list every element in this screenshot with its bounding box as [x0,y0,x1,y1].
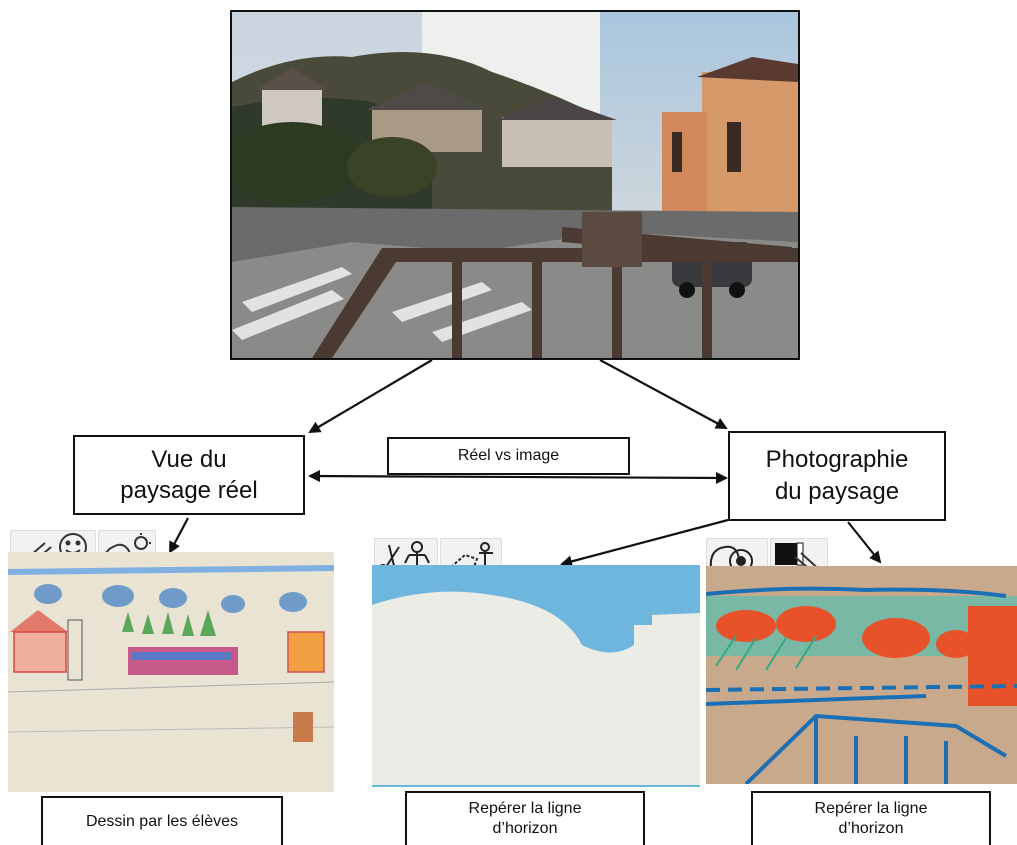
horizon-cutout-photo [372,565,700,787]
dessin-eleves-label: Dessin par les élèves [85,812,239,830]
arrow-vue-to-dessin [169,517,189,554]
panorama-photo [230,10,800,360]
horizon-drawing-photo [706,566,1017,784]
vue-paysage-reel-box: Vue du paysage réel [73,435,305,515]
reel-vs-image-box: Réel vs image [387,437,630,475]
reperer-horizon-box-1: Repérer la ligne d’horizon [405,791,645,845]
arrow-photo-to-photographie [599,359,728,429]
dessin-eleves-photo [8,552,334,792]
arrow-reel-vs-image [308,470,728,484]
reperer1-line2: d’horizon [492,820,558,837]
vue-line2: paysage réel [120,477,258,504]
vue-line1: Vue du [151,446,227,473]
photographie-line1: Photographie [765,446,909,473]
arrow-photographie-to-cutout [560,518,729,568]
reperer1-line1: Repérer la ligne [468,800,582,817]
dessin-eleves-box: Dessin par les élèves [41,796,283,845]
reperer2-line1: Repérer la ligne [814,800,928,817]
reel-vs-image-label: Réel vs image [457,447,560,464]
arrow-photographie-to-drawing [847,521,882,564]
arrow-photo-to-vue [308,359,433,434]
reperer-horizon-box-2: Repérer la ligne d’horizon [751,791,991,845]
photographie-paysage-box: Photographie du paysage [728,431,946,521]
reperer2-line2: d’horizon [838,820,904,837]
photographie-line2: du paysage [774,478,900,505]
